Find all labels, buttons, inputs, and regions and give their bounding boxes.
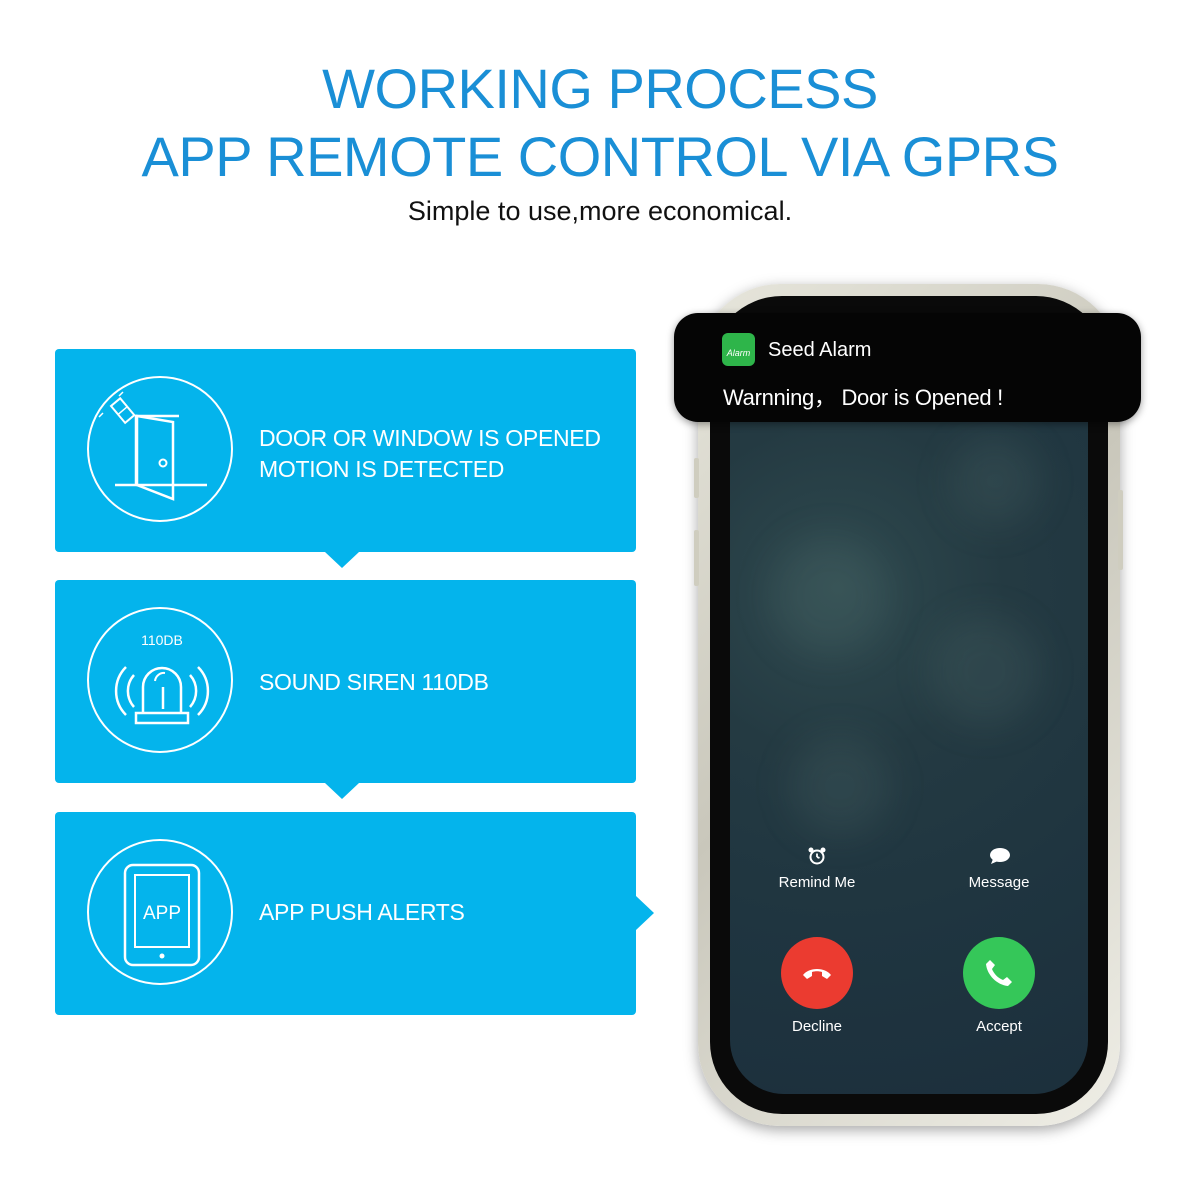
accept-label: Accept xyxy=(976,1018,1022,1035)
step-text-line: DOOR OR WINDOW IS OPENED xyxy=(259,425,601,451)
notification-message: Warnning， Door is Opened ! xyxy=(723,385,1003,410)
phone-side-button xyxy=(694,530,699,586)
notification-app-name: Seed Alarm xyxy=(768,339,872,361)
alarm-clock-icon[interactable] xyxy=(807,846,827,866)
flow-arrow xyxy=(325,552,359,568)
tablet-app-icon: APP xyxy=(87,839,233,985)
flow-arrow xyxy=(325,783,359,799)
app-badge: APP xyxy=(143,903,181,924)
siren-badge: 110DB xyxy=(141,632,183,648)
step-text-line: SOUND SIREN 110DB xyxy=(259,669,489,695)
step-door-opened: DOOR OR WINDOW IS OPENED MOTION IS DETEC… xyxy=(55,349,636,568)
push-notification[interactable]: Alarm Seed Alarm Warnning， Door is Opene… xyxy=(674,313,1141,422)
phone-side-button xyxy=(694,458,699,498)
remind-me-button[interactable]: Remind Me xyxy=(778,874,856,891)
decline-label: Decline xyxy=(791,1018,843,1035)
step-app-alerts: APP APP PUSH ALERTS xyxy=(55,812,654,1015)
message-bubble-icon[interactable] xyxy=(989,847,1011,865)
siren-icon: 110DB xyxy=(87,607,233,753)
step-text-line: MOTION IS DETECTED xyxy=(259,456,505,482)
door-sensor-icon xyxy=(87,376,233,522)
phone-answer-icon xyxy=(986,960,1012,986)
flow-arrow xyxy=(636,896,654,930)
page-title: WORKING PROCESS xyxy=(322,57,878,120)
accept-button[interactable] xyxy=(963,937,1035,1009)
phone-hangup-icon xyxy=(803,969,831,979)
message-button[interactable]: Message xyxy=(968,874,1030,891)
page-subtitle: Simple to use,more economical. xyxy=(407,196,793,226)
step-siren: 110DB SOUND SIREN 110DB xyxy=(55,580,636,799)
page-title-secondary: APP REMOTE CONTROL VIA GPRS xyxy=(141,125,1059,188)
decline-button[interactable] xyxy=(781,937,853,1009)
step-text-line: APP PUSH ALERTS xyxy=(259,899,465,925)
seed-alarm-app-icon: Alarm xyxy=(722,333,755,366)
phone-side-button xyxy=(1118,490,1123,570)
